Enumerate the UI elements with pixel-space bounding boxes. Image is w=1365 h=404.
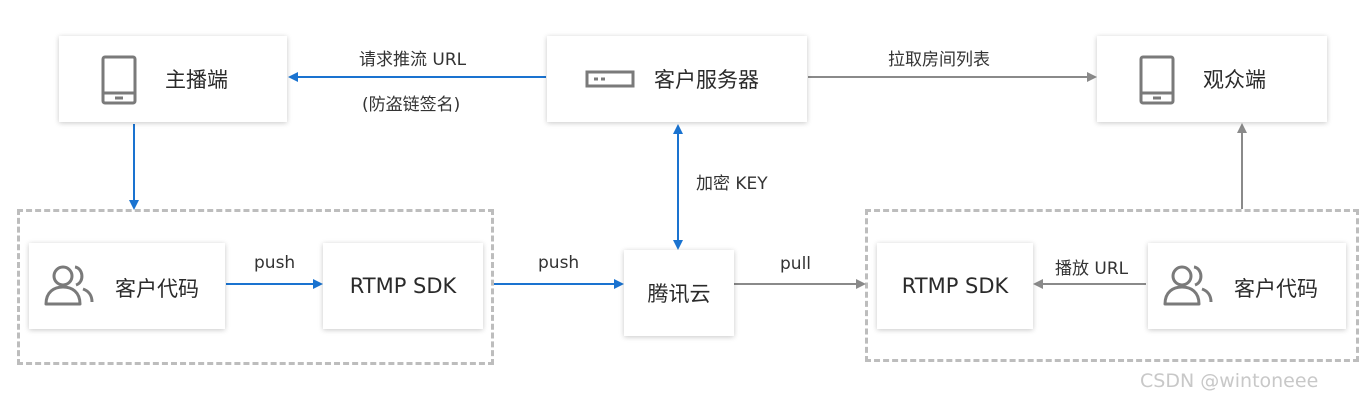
client-code-left-label: 客户代码 — [115, 277, 199, 301]
edge-label-pull-room-list: 拉取房间列表 — [888, 50, 990, 70]
users-icon — [43, 264, 95, 306]
edge-label-push-1: push — [254, 253, 296, 273]
tablet-icon — [101, 55, 137, 105]
client-code-right-label: 客户代码 — [1234, 277, 1318, 301]
edge-label-play-url: 播放 URL — [1055, 259, 1129, 279]
server-node: 客户服务器 — [547, 36, 807, 122]
edge-label-anti-leech-sign: (防盗链签名) — [362, 95, 461, 115]
edge-label-encrypt-key: 加密 KEY — [696, 174, 768, 194]
anchor-client-group — [17, 209, 494, 365]
edge-label-pull: pull — [780, 254, 812, 274]
anchor-node: 主播端 — [59, 36, 287, 122]
users-icon — [1162, 264, 1214, 306]
anchor-label: 主播端 — [165, 68, 228, 92]
watermark: CSDN @wintoneee — [1140, 370, 1319, 392]
client-code-right-node: 客户代码 — [1148, 243, 1346, 329]
tablet-icon — [1139, 55, 1175, 105]
viewer-label: 观众端 — [1203, 68, 1266, 92]
edge-label-request-push-url: 请求推流 URL — [359, 50, 467, 70]
rtmp-sdk-right-node: RTMP SDK — [877, 243, 1033, 329]
rtmp-sdk-left-label: RTMP SDK — [349, 274, 457, 298]
tencent-cloud-label: 腾讯云 — [647, 282, 711, 306]
server-label: 客户服务器 — [654, 68, 759, 92]
client-code-left-node: 客户代码 — [29, 243, 225, 329]
rtmp-sdk-right-label: RTMP SDK — [901, 274, 1009, 298]
edge-label-push-2: push — [538, 253, 580, 273]
viewer-client-group — [865, 209, 1359, 362]
rtmp-sdk-left-node: RTMP SDK — [323, 243, 483, 329]
server-icon — [585, 70, 635, 88]
tencent-cloud-node: 腾讯云 — [624, 250, 734, 336]
viewer-node: 观众端 — [1097, 36, 1327, 122]
